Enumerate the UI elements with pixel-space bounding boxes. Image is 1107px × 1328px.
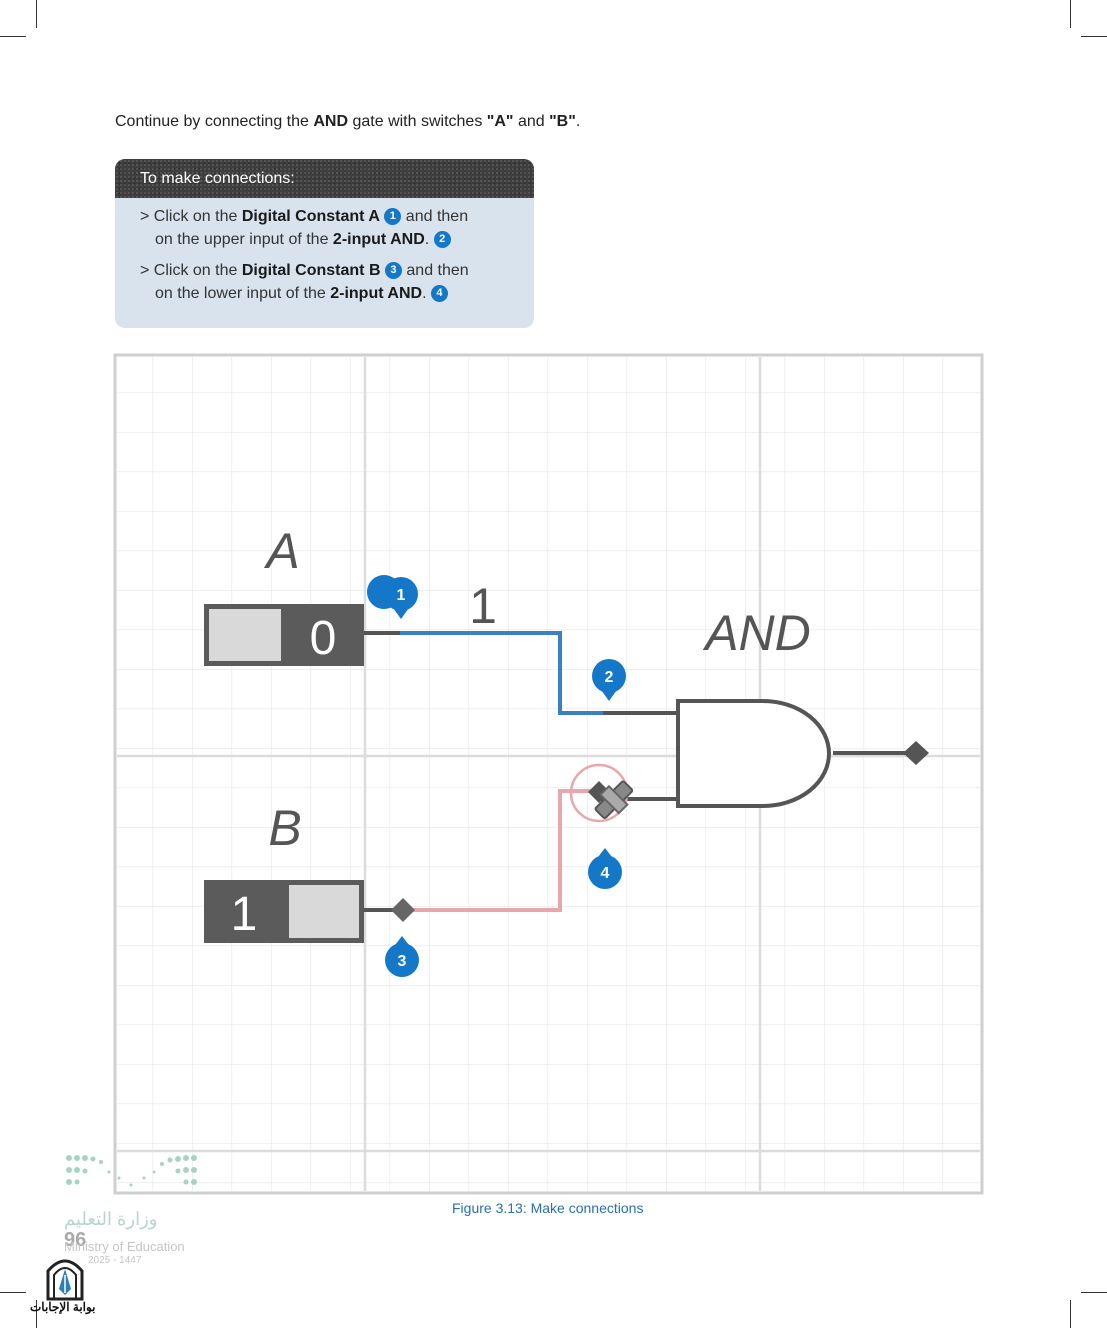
step-text: on the upper input of the xyxy=(155,231,333,248)
step-number-badge: 3 xyxy=(384,262,402,279)
step-text: . xyxy=(424,231,430,248)
intro-text: and xyxy=(513,113,550,130)
step-number-badge: 2 xyxy=(433,231,451,248)
crop-mark xyxy=(1070,1300,1071,1328)
switch-b-value: 1 xyxy=(231,888,258,941)
intro-text: . xyxy=(575,113,581,130)
marker-2: 2 xyxy=(592,659,626,701)
crop-mark xyxy=(0,36,26,37)
figure-caption: Figure 3.13: Make connections xyxy=(452,1200,644,1216)
instructions-box: To make connections: > Click on the Digi… xyxy=(115,159,534,328)
step-text: on the lower input of the xyxy=(155,285,331,302)
crop-mark xyxy=(36,0,37,28)
marker-3-label: 3 xyxy=(398,953,407,970)
pointer-cursor-icon xyxy=(594,780,634,819)
instruction-step-1: > Click on the Digital Constant A 1 and … xyxy=(140,205,468,251)
instruction-step-2: > Click on the Digital Constant B 3 and … xyxy=(140,259,469,305)
step-bold: Digital Constant B xyxy=(241,262,381,279)
and-gate-label: AND xyxy=(702,605,811,661)
instructions-title: To make connections: xyxy=(115,159,534,198)
intro-text: Continue by connecting the xyxy=(115,113,314,130)
crop-mark xyxy=(1081,36,1107,37)
page-number: 96 xyxy=(64,1229,87,1251)
step-bold: Digital Constant A xyxy=(241,208,380,225)
switch-a-value: 0 xyxy=(310,612,337,665)
intro-b: "B" xyxy=(549,113,576,130)
marker-4-label: 4 xyxy=(601,865,610,882)
switch-a-knob xyxy=(209,609,281,661)
step-text: and then xyxy=(401,208,469,225)
portal-logo-icon xyxy=(46,1259,84,1301)
step-bold: 2-input AND xyxy=(330,285,423,302)
edition-years: 2025 - 1447 xyxy=(88,1255,142,1266)
crop-mark xyxy=(36,1300,37,1328)
intro-paragraph: Continue by connecting the AND gate with… xyxy=(115,113,580,131)
intro-text: gate with switches xyxy=(348,113,487,130)
intro-and: AND xyxy=(313,113,349,130)
switch-a-label: A xyxy=(263,523,299,579)
crop-mark xyxy=(1081,1292,1107,1293)
marker-3: 3 xyxy=(385,936,419,977)
step-text: > Click on the xyxy=(140,262,242,279)
ministry-name-arabic: وزارة التعليم xyxy=(64,1209,158,1229)
marker-1: 1 xyxy=(367,575,418,619)
and-output-diamond[interactable] xyxy=(903,741,929,765)
and-gate[interactable] xyxy=(676,699,831,808)
marker-1-label: 1 xyxy=(397,587,406,604)
wire-b-pending[interactable] xyxy=(405,789,601,912)
crop-mark xyxy=(0,1292,26,1293)
ministry-logo-dots-icon xyxy=(66,1155,197,1187)
switch-b-output-diamond[interactable] xyxy=(391,898,415,922)
step-text: . xyxy=(422,285,427,302)
marker-4: 4 xyxy=(588,848,622,889)
ministry-name-english: Ministry of Education xyxy=(64,1239,185,1254)
switch-b-label: B xyxy=(268,800,301,856)
marker-2-label: 2 xyxy=(605,669,614,686)
step-text: and then xyxy=(401,262,469,279)
step-text: > Click on the xyxy=(140,208,242,225)
switch-b-knob xyxy=(289,885,359,938)
crop-mark xyxy=(1070,0,1071,28)
wire-value-label: 1 xyxy=(469,578,497,634)
grid xyxy=(117,357,980,1191)
intro-a: "A" xyxy=(486,113,514,130)
circuit-figure: A B AND 1 0 1 1 2 3 xyxy=(113,353,984,1195)
step-number-badge: 1 xyxy=(384,208,402,225)
portal-name: بوابة الإجابات xyxy=(30,1300,96,1314)
step-bold: 2-input AND xyxy=(332,231,425,248)
step-number-badge: 4 xyxy=(430,285,448,302)
